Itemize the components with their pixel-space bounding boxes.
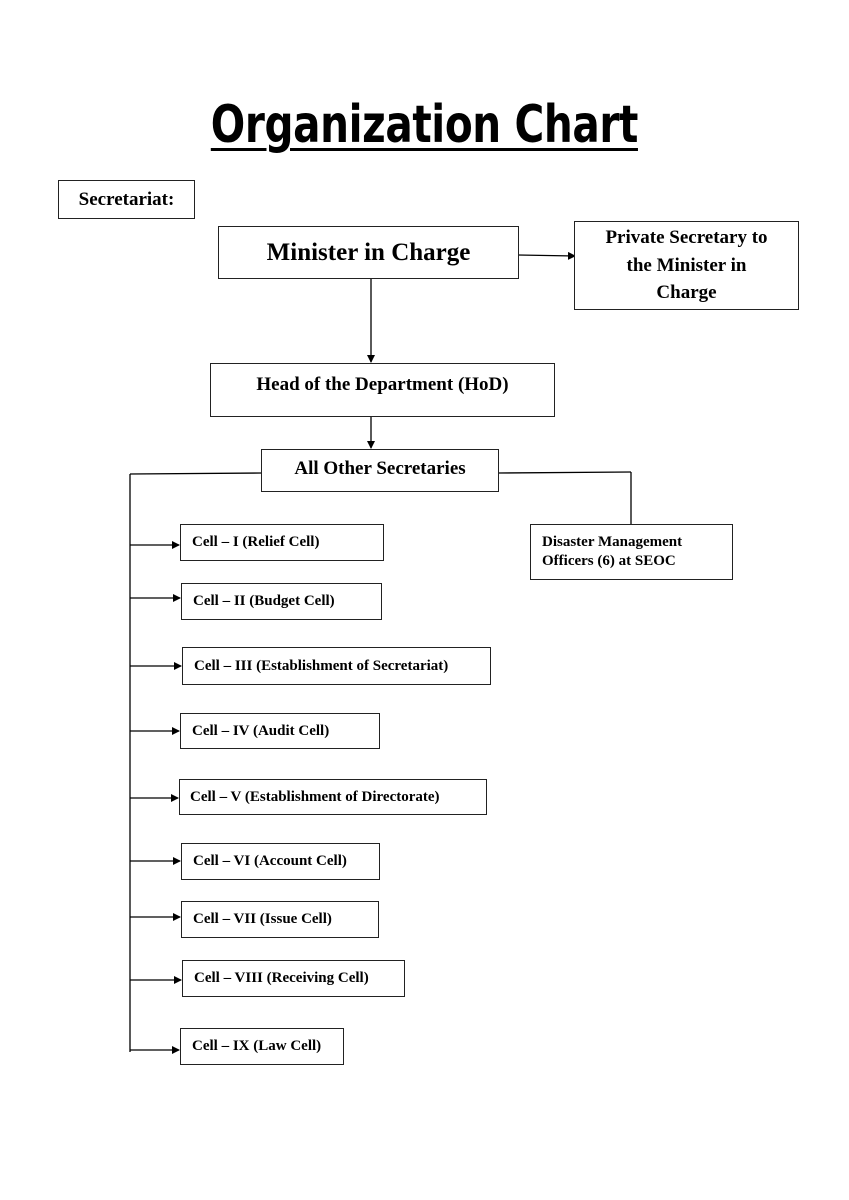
private-secretary-box: Private Secretary to the Minister in Cha… bbox=[574, 221, 799, 310]
dmo-line-2: Officers (6) at SEOC bbox=[542, 553, 676, 569]
cell-1-box: Cell – I (Relief Cell) bbox=[180, 524, 384, 561]
cell-9-box: Cell – IX (Law Cell) bbox=[180, 1028, 344, 1065]
cell-8-box: Cell – VIII (Receiving Cell) bbox=[182, 960, 405, 997]
branch-left-horizontal bbox=[129, 472, 263, 475]
dmo-line-1: Disaster Management bbox=[542, 534, 683, 551]
dmo-box: Disaster Management Officers (6) at SEOC bbox=[530, 524, 733, 580]
cell-2-label: Cell – II (Budget Cell) bbox=[193, 593, 335, 610]
hod-box: Head of the Department (HoD) bbox=[210, 363, 555, 417]
cell-6-label: Cell – VI (Account Cell) bbox=[193, 853, 347, 870]
cell-3-box: Cell – III (Establishment of Secretariat… bbox=[182, 647, 491, 685]
section-label-box: Secretariat: bbox=[58, 180, 195, 219]
cell-4-box: Cell – IV (Audit Cell) bbox=[180, 713, 380, 749]
cell-8-label: Cell – VIII (Receiving Cell) bbox=[194, 970, 369, 987]
arrow-minister-to-private-secretary bbox=[517, 251, 576, 260]
cell-5-box: Cell – V (Establishment of Directorate) bbox=[179, 779, 487, 815]
branch-right-horizontal bbox=[497, 471, 632, 474]
cell-4-label: Cell – IV (Audit Cell) bbox=[192, 722, 330, 739]
hod-label: Head of the Department (HoD) bbox=[256, 374, 509, 395]
cell-6-box: Cell – VI (Account Cell) bbox=[181, 843, 380, 880]
private-secretary-line-3: Charge bbox=[656, 282, 717, 304]
private-secretary-line-2: the Minister in bbox=[626, 254, 747, 276]
cell-1-label: Cell – I (Relief Cell) bbox=[192, 534, 320, 551]
cell-7-label: Cell – VII (Issue Cell) bbox=[193, 911, 332, 928]
cell-9-label: Cell – IX (Law Cell) bbox=[192, 1038, 322, 1055]
cell-7-box: Cell – VII (Issue Cell) bbox=[181, 901, 379, 938]
cell-2-box: Cell – II (Budget Cell) bbox=[181, 583, 382, 620]
other-secretaries-label: All Other Secretaries bbox=[294, 458, 466, 479]
minister-label: Minister in Charge bbox=[266, 238, 471, 266]
cell-5-label: Cell – V (Establishment of Directorate) bbox=[190, 788, 440, 805]
other-secretaries-box: All Other Secretaries bbox=[261, 449, 499, 492]
section-label: Secretariat: bbox=[78, 188, 175, 210]
private-secretary-line-1: Private Secretary to bbox=[605, 227, 768, 249]
cell-3-label: Cell – III (Establishment of Secretariat… bbox=[194, 657, 449, 674]
page-title: Organization Chart bbox=[210, 95, 639, 155]
minister-box: Minister in Charge bbox=[218, 226, 519, 279]
